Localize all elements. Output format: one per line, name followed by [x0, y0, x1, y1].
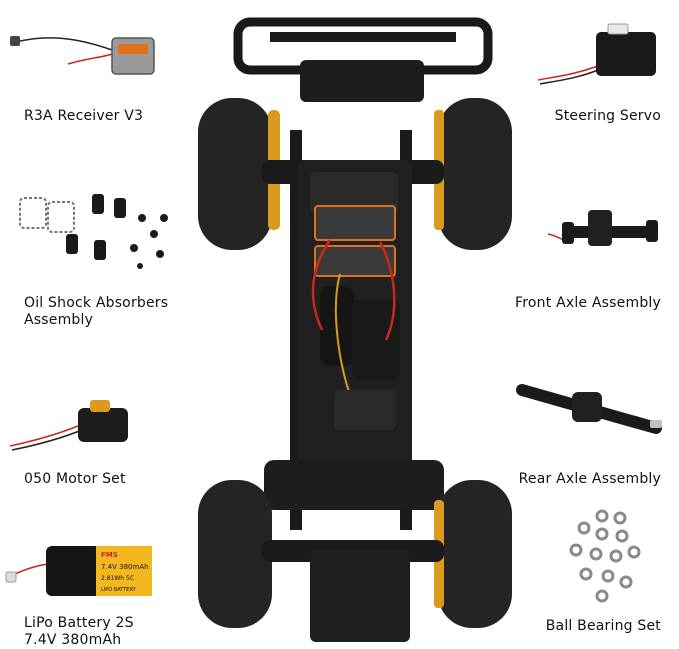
ball-bearing-set-label: Ball Bearing Set [545, 618, 661, 634]
motor-set-image [9, 400, 128, 451]
shock-absorbers-label: Oil Shock Absorbers Assembly [24, 295, 169, 328]
shock-absorbers-image [19, 194, 168, 269]
rear-axle-image [516, 384, 662, 434]
motor-set-label: 050 Motor Set [24, 471, 126, 487]
battery-energy: 2.81Wh 5C [101, 575, 134, 582]
battery-image: FMS 7.4V 380mAh 2.81Wh 5C LIPO BATTERY [5, 546, 152, 596]
battery-spec: 7.4V 380mAh [101, 563, 149, 571]
battery-brand: FMS [101, 551, 118, 559]
battery-label: LiPo Battery 2S 7.4V 380mAh [24, 615, 134, 648]
ball-bearing-set-image [569, 509, 641, 603]
battery-type: LIPO BATTERY [101, 587, 137, 593]
steering-servo-label: Steering Servo [554, 108, 661, 124]
front-axle-label: Front Axle Assembly [515, 295, 661, 311]
steering-servo-image [537, 23, 656, 85]
crawler-chassis [198, 17, 512, 642]
receiver-image [10, 36, 155, 75]
receiver-label: R3A Receiver V3 [24, 108, 144, 124]
front-axle-image [547, 210, 658, 246]
rear-axle-label: Rear Axle Assembly [518, 471, 661, 487]
